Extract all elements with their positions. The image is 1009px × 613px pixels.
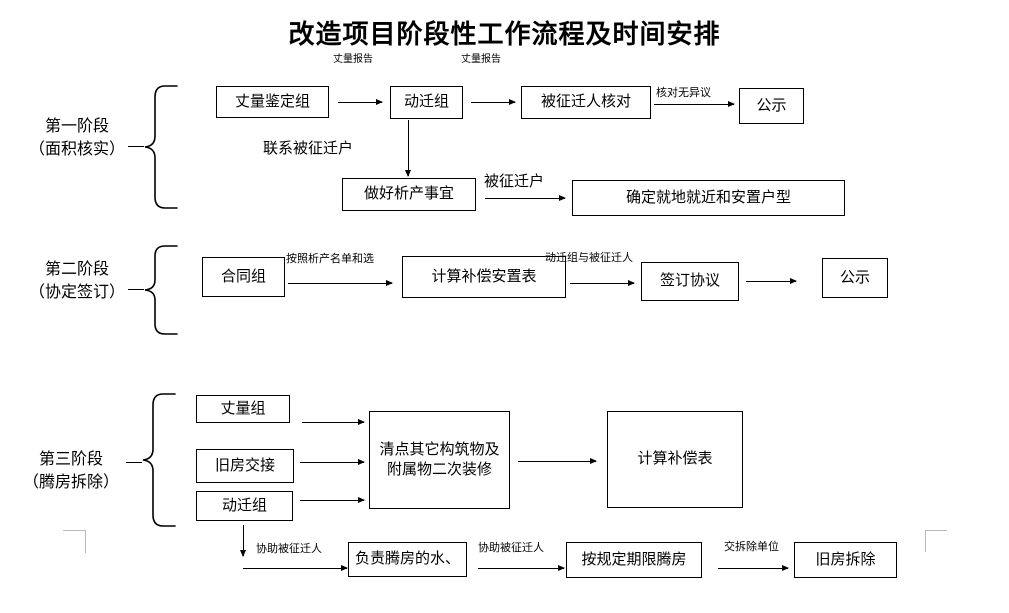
page-title: 改造项目阶段性工作流程及时间安排: [288, 20, 721, 49]
phase-2-brace-stem: [128, 289, 144, 290]
arrow-measure-to-relocation: [338, 99, 383, 105]
box-old-house-demolition[interactable]: 旧房拆除: [794, 542, 897, 578]
label-relocation-group-and-expropriated-person: 动迁组与被征迁人: [545, 252, 633, 264]
arrow-relocation-to-property-division: [405, 120, 411, 177]
label-verify-no-objection: 核对无异议: [656, 87, 711, 99]
phase-1-label-line2: （面积核实）: [28, 141, 125, 159]
arrow-measure-group-to-count: [302, 419, 365, 425]
arrow-to-old-house-demolition: [718, 565, 789, 571]
arrow-count-to-compensation-table: [518, 458, 597, 464]
arrow-to-water-power-vacate: [243, 565, 348, 571]
box-contract-group[interactable]: 合同组: [202, 257, 285, 297]
box-calculate-compensation-placement-table[interactable]: 计算补偿安置表: [402, 256, 566, 298]
phase-3-brace-stem: [126, 462, 142, 463]
arrow-compensation-to-sign-agreement: [570, 280, 635, 286]
box-determine-housing-type[interactable]: 确定就地就近和安置户型: [572, 180, 845, 216]
box-expropriated-person-check[interactable]: 被征迁人核对: [521, 86, 651, 119]
header-note-1: 丈量报告: [333, 54, 373, 65]
box-relocation-group-3[interactable]: 动迁组: [196, 491, 293, 521]
arrow-handover-to-count: [300, 459, 365, 465]
arrow-sign-agreement-to-notice: [746, 278, 797, 284]
box-public-notice-2[interactable]: 公示: [822, 258, 888, 298]
arrow-contract-to-compensation-table: [288, 280, 393, 286]
phase-1-brace-stem: [128, 146, 144, 147]
box-relocation-group[interactable]: 动迁组: [390, 86, 463, 119]
box-old-house-handover[interactable]: 旧房交接: [196, 449, 294, 483]
phase-2-label-line2: （协定签订）: [28, 284, 125, 302]
box-count-other-structures[interactable]: 清点其它构筑物及附属物二次装修: [369, 411, 510, 509]
phase-2-brace: [143, 244, 179, 336]
phase-3-brace: [141, 392, 177, 528]
arrow-property-division-to-housing-type: [485, 195, 566, 201]
label-hand-to-demolition-unit: 交拆除单位: [724, 541, 779, 553]
box-water-power-vacate[interactable]: 负责腾房的水、: [348, 542, 467, 577]
header-note-2: 丈量报告: [461, 54, 501, 65]
arrow-relocation-group-3-down: [240, 525, 246, 557]
phase-2-label: 第二阶段 （协定签订）: [22, 258, 132, 304]
phase-3-label-line1: 第三阶段: [38, 451, 103, 468]
label-assist-expropriated-person-1: 协助被征迁人: [256, 543, 322, 555]
label-contact-expropriated-household: 联系被征迁户: [263, 141, 354, 157]
box-measure-group[interactable]: 丈量组: [196, 395, 290, 423]
corner-mark-right: [925, 530, 947, 552]
label-per-property-list-and-selection: 按照析产名单和选: [286, 253, 374, 265]
arrow-relocation-to-check: [471, 99, 516, 105]
label-expropriated-household: 被征迁户: [484, 174, 545, 190]
arrow-check-to-notice: [654, 101, 735, 107]
phase-3-label: 第三阶段 （腾房拆除）: [10, 448, 132, 494]
box-calculate-compensation-table[interactable]: 计算补偿表: [607, 411, 743, 508]
corner-mark-left: [63, 530, 86, 553]
phase-3-label-line2: （腾房拆除）: [22, 474, 119, 492]
box-vacate-within-deadline[interactable]: 按规定期限腾房: [566, 542, 702, 578]
phase-1-label-line1: 第一阶段: [44, 118, 109, 135]
phase-2-label-line1: 第二阶段: [44, 261, 109, 278]
box-measure-appraisal-group[interactable]: 丈量鉴定组: [216, 86, 329, 118]
box-public-notice-1[interactable]: 公示: [739, 88, 804, 124]
arrow-to-vacate-within-deadline: [478, 565, 565, 571]
phase-1-label: 第一阶段 （面积核实）: [22, 115, 132, 161]
phase-1-brace: [143, 84, 179, 210]
box-property-division-matters[interactable]: 做好析产事宜: [342, 178, 476, 211]
label-assist-expropriated-person-2: 协助被征迁人: [478, 542, 544, 554]
arrow-relocation-group-3-to-count: [300, 497, 365, 503]
box-sign-agreement[interactable]: 签订协议: [641, 262, 739, 301]
